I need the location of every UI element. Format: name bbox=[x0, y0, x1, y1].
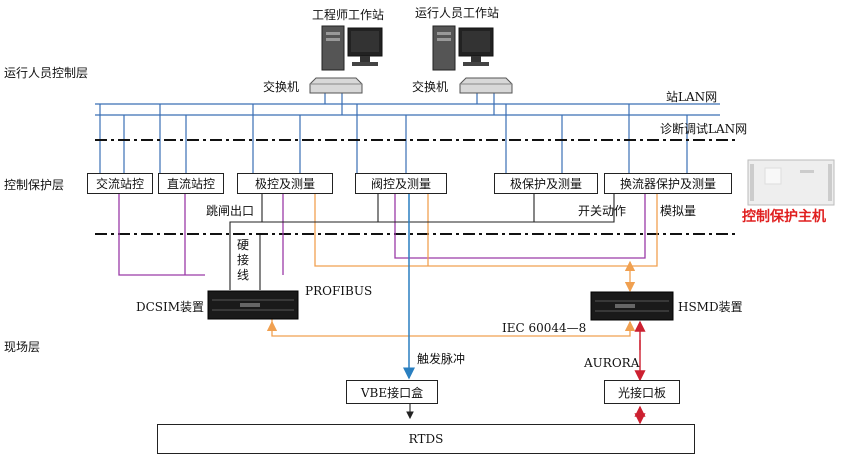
control-box-ac-station: 交流站控 bbox=[87, 173, 153, 194]
control-protection-host-icon bbox=[747, 159, 835, 206]
hsmd-device-icon bbox=[590, 291, 674, 321]
hardwire-char-1: 硬 bbox=[236, 238, 249, 252]
trip-out-label: 跳闸出口 bbox=[206, 204, 255, 218]
rtds-box: RTDS bbox=[157, 424, 695, 454]
vbe-interface-box: VBE接口盒 bbox=[346, 380, 438, 404]
engineer-workstation-icon bbox=[321, 25, 383, 71]
station-lan-label: 站LAN网 bbox=[666, 90, 718, 104]
dcsim-label: DCSIM装置 bbox=[136, 300, 205, 314]
control-box-valve-control: 阀控及测量 bbox=[355, 173, 447, 194]
hsmd-label: HSMD装置 bbox=[678, 300, 743, 314]
diag-lan-label: 诊断调试LAN网 bbox=[660, 122, 748, 136]
switch-left-icon bbox=[309, 77, 363, 94]
optical-interface-board: 光接口板 bbox=[604, 380, 680, 404]
control-box-pole-control: 极控及测量 bbox=[237, 173, 333, 194]
station-lan-lines bbox=[95, 92, 720, 173]
switch-right-icon bbox=[459, 77, 513, 94]
host-label: 控制保护主机 bbox=[742, 209, 826, 225]
switch-action-label: 开关动作 bbox=[578, 204, 627, 218]
switch-right-label: 交换机 bbox=[412, 80, 449, 94]
engineer-station-label: 工程师工作站 bbox=[312, 8, 385, 22]
dcsim-device-icon bbox=[207, 290, 299, 320]
layer-control-protection: 控制保护层 bbox=[4, 178, 65, 192]
aurora-label: AURORA bbox=[584, 356, 640, 370]
switch-left-label: 交换机 bbox=[263, 80, 300, 94]
hardwire-char-3: 线 bbox=[236, 268, 249, 282]
control-box-pole-protection: 极保护及测量 bbox=[494, 173, 598, 194]
control-box-converter-protection: 换流器保护及测量 bbox=[604, 173, 732, 194]
operator-workstation-icon bbox=[432, 25, 494, 71]
purple-wiring bbox=[118, 193, 646, 276]
iec-label: IEC 60044—8 bbox=[502, 321, 587, 335]
trigger-pulse-label: 触发脉冲 bbox=[417, 352, 466, 366]
analog-label: 模拟量 bbox=[660, 204, 697, 218]
operator-station-label: 运行人员工作站 bbox=[415, 6, 500, 20]
layer-field: 现场层 bbox=[4, 340, 41, 354]
black-wiring bbox=[229, 193, 615, 420]
profibus-label: PROFIBUS bbox=[305, 284, 373, 298]
layer-separators bbox=[95, 139, 735, 235]
control-box-dc-station: 直流站控 bbox=[158, 173, 224, 194]
layer-operator-control: 运行人员控制层 bbox=[4, 66, 89, 80]
hardwire-char-2: 接 bbox=[236, 253, 249, 267]
